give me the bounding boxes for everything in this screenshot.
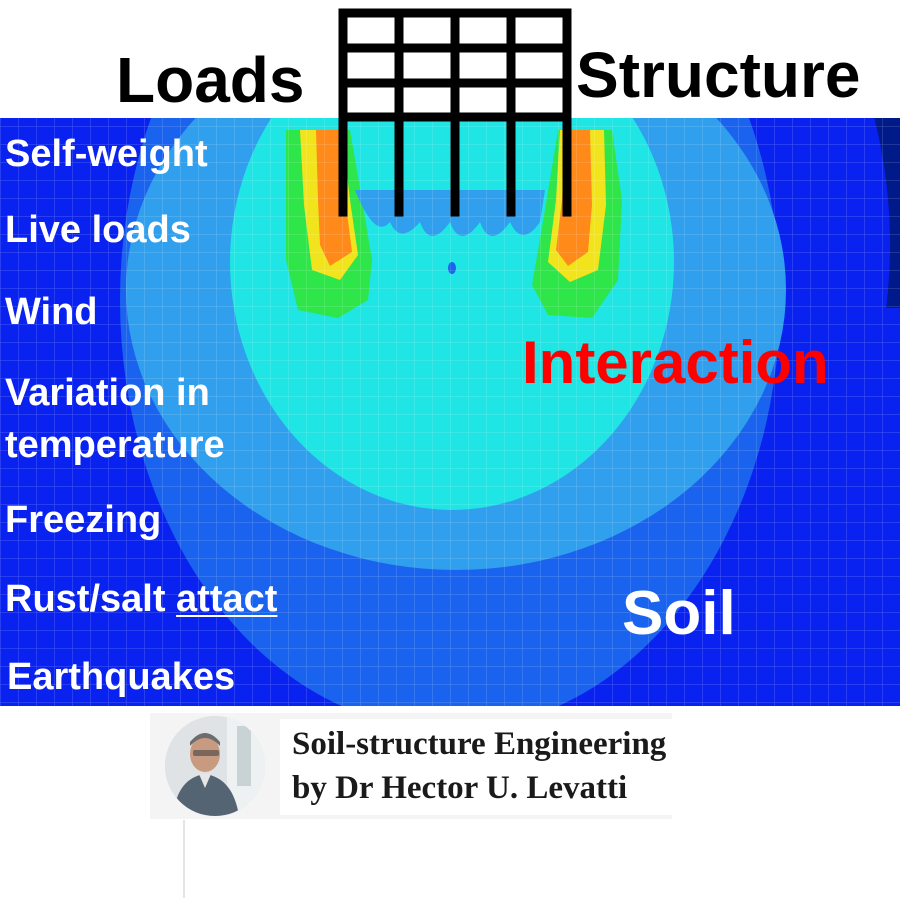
interaction-label: Interaction <box>522 329 829 396</box>
load-item-live-loads: Live loads <box>5 209 191 251</box>
load-item-variation-in: Variation in <box>5 372 210 414</box>
load-item-freezing: Freezing <box>5 499 162 541</box>
mesh-grid <box>0 118 900 706</box>
load-item-wind: Wind <box>5 291 98 333</box>
channel-title-line-1: Soil-structure Engineering <box>292 726 667 762</box>
loads-heading: Loads <box>116 44 305 116</box>
divider-line <box>183 820 185 898</box>
soil-label: Soil <box>622 579 736 648</box>
load-item-attact-word: attact <box>176 578 278 620</box>
building-frame <box>338 8 572 217</box>
avatar <box>165 716 265 816</box>
channel-title-line-2: by Dr Hector U. Levatti <box>292 770 628 806</box>
author-photo <box>165 716 265 816</box>
structure-heading: Structure <box>576 39 861 111</box>
load-item-rust-salt-word: Rust/salt <box>5 578 166 620</box>
channel-text-panel <box>280 719 672 815</box>
load-item-temperature: temperature <box>5 424 225 466</box>
load-item-earthquakes: Earthquakes <box>7 656 236 698</box>
load-item-rust-salt: Rust/salt attact <box>5 573 277 625</box>
load-item-self-weight: Self-weight <box>5 133 208 175</box>
